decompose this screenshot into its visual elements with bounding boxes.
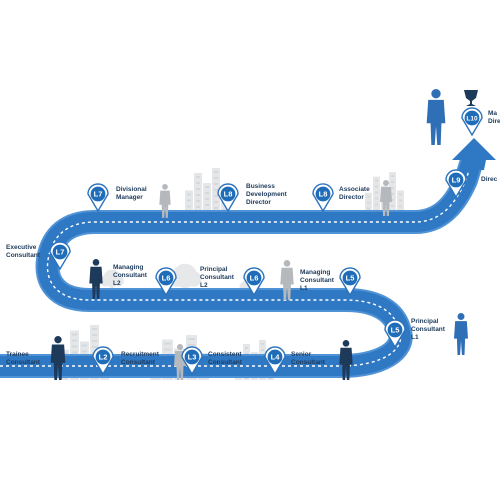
milestone-title-line: Ma: [488, 110, 498, 117]
level-code: L3: [188, 353, 197, 362]
milestone-title-line: Development: [246, 191, 287, 198]
level-code: L5: [346, 274, 355, 283]
level-code: L8: [319, 190, 328, 199]
milestone-title-line: Consultant: [113, 272, 147, 279]
start-label-line: Trainee: [6, 351, 29, 358]
milestone-title-line: Divisional: [116, 186, 147, 193]
person-icon: [89, 259, 103, 299]
career-road: [0, 138, 496, 378]
milestone-title-line: Consultant: [208, 359, 242, 366]
person-icon: [380, 180, 392, 216]
milestone-title-line: L1: [300, 285, 308, 292]
person-icon: [454, 313, 468, 355]
milestone-title-line: Consultant: [411, 326, 445, 333]
location-pin-icon: L7: [49, 241, 71, 271]
milestone-title-line: Managing: [300, 269, 331, 276]
location-pin-icon: L6: [155, 267, 177, 297]
people-figures: [50, 89, 478, 380]
arrow-up-icon: [452, 138, 496, 170]
level-code: L9: [452, 176, 461, 185]
milestone-title-line: Director: [246, 199, 271, 206]
location-pin-icon: L10: [461, 107, 483, 137]
person-icon: [50, 336, 66, 380]
milestone-title-line: Principal: [200, 266, 228, 273]
level-code: L6: [162, 274, 171, 283]
milestone-title-line: Senior: [291, 351, 312, 358]
milestone-title-line: Consistent: [208, 351, 242, 358]
milestone-title-line: Principal: [411, 318, 439, 325]
level-code: L4: [271, 353, 281, 362]
level-code: L2: [99, 353, 108, 362]
trophy-icon: [464, 90, 478, 106]
location-pin-icon: L6: [243, 267, 265, 297]
milestone-title-line: Consultant: [291, 359, 325, 366]
milestone-title: MaDirec: [488, 110, 500, 126]
milestone-title-line: Recruitment: [121, 351, 159, 358]
level-code: L7: [94, 190, 103, 199]
location-pin-icon: L3: [181, 346, 203, 376]
milestone-title-line: Executive: [6, 244, 37, 251]
location-pin-icon: L4: [264, 346, 286, 376]
milestone-title-line: Consultant: [300, 277, 334, 284]
person-icon: [159, 184, 171, 218]
level-code: L10: [466, 116, 478, 123]
milestone-title-line: Consultant: [200, 274, 234, 281]
location-pin-icon: L2: [92, 346, 114, 376]
level-code: L5: [391, 326, 400, 335]
location-pin-icon: L7: [87, 183, 109, 213]
milestone-title-line: Director: [339, 194, 364, 201]
person-icon: [426, 89, 446, 145]
milestone-title-line: Manager: [116, 194, 143, 201]
milestone-title-line: L2: [200, 282, 208, 289]
milestone-title-line: Direc: [481, 176, 498, 183]
milestone-title-line: Direc: [488, 118, 500, 125]
level-code: L8: [224, 190, 233, 199]
road-surface: [0, 151, 484, 376]
location-pin-icon: L8: [217, 183, 239, 213]
level-code: L6: [250, 274, 259, 283]
milestone-title-line: Managing: [113, 264, 144, 271]
milestone-title-line: Consultant: [121, 359, 155, 366]
person-icon: [280, 260, 294, 300]
milestone-title-line: Consultant: [6, 252, 40, 259]
level-code: L7: [56, 248, 65, 257]
location-pin-icon: L5: [339, 267, 361, 297]
milestone-title-line: L1: [411, 334, 419, 341]
milestone-title: Direc: [481, 176, 497, 184]
milestone-title-line: Associate: [339, 186, 370, 193]
start-label-line: Consultant: [6, 359, 40, 366]
milestone-title-line: Business: [246, 183, 275, 190]
person-icon: [339, 340, 353, 380]
location-pin-icon: L8: [312, 183, 334, 213]
location-pin-icon: L5: [384, 319, 406, 349]
milestone-title-line: L2: [113, 280, 121, 287]
location-pin-icon: L9: [445, 169, 467, 199]
